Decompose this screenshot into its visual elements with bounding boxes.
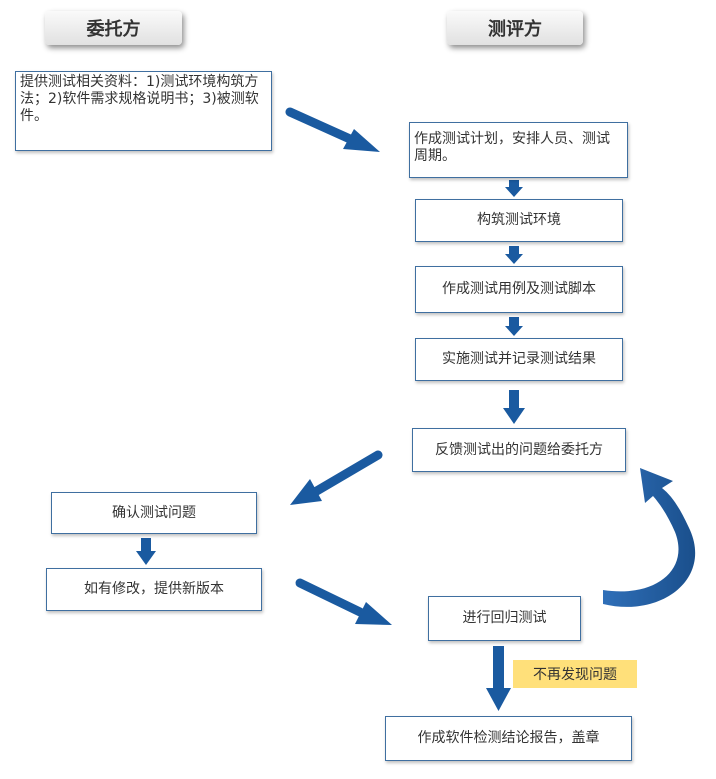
step-report: 作成软件检测结论报告，盖章 [385, 716, 632, 761]
arrow-run-to-feedback [503, 390, 525, 424]
step-provide-materials: 提供测试相关资料：1)测试环境构筑方法；2)软件需求规格说明书；3)被测软件。 [15, 71, 272, 151]
step-new-version: 如有修改，提供新版本 [46, 568, 262, 611]
step-make-plan: 作成测试计划，安排人员、测试周期。 [409, 122, 628, 178]
step-build-env: 构筑测试环境 [415, 199, 623, 242]
arrow-regression-loop-to-feedback [603, 468, 696, 607]
arrow-cases-to-run [505, 317, 523, 336]
arrow-plan-to-env [505, 180, 523, 197]
step-run-tests: 实施测试并记录测试结果 [415, 338, 623, 381]
arrow-confirm-to-version [136, 538, 156, 565]
step-confirm-issues: 确认测试问题 [51, 492, 257, 534]
header-evaluator: 测评方 [447, 11, 583, 45]
step-regression: 进行回归测试 [428, 596, 581, 641]
arrow-env-to-cases [505, 246, 523, 264]
arrow-materials-to-plan [285, 107, 380, 152]
arrow-feedback-to-confirm [290, 450, 383, 505]
arrow-regression-to-report [486, 646, 511, 711]
arrow-version-to-regression [295, 578, 392, 625]
step-feedback: 反馈测试出的问题给委托方 [412, 428, 626, 472]
header-client: 委托方 [45, 11, 182, 45]
note-no-more-issues: 不再发现问题 [513, 660, 637, 688]
step-make-cases: 作成测试用例及测试脚本 [415, 266, 623, 313]
